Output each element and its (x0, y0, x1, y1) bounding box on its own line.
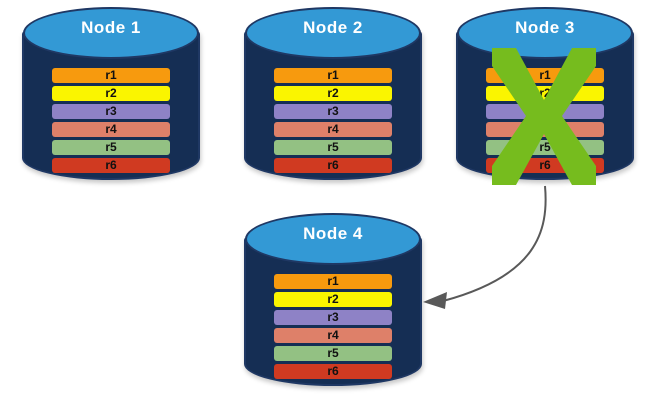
row-bar-r5[interactable]: r5 (274, 346, 392, 361)
row-bar-r5[interactable]: r5 (274, 140, 392, 155)
node-node1[interactable]: Node 1 r1 r2 r3 r4 r5 r6 (22, 6, 200, 192)
cylinder-top-node1 (23, 7, 199, 59)
row-bar-r3[interactable]: r3 (52, 104, 170, 119)
row-bar-r1[interactable]: r1 (274, 68, 392, 83)
node-node2[interactable]: Node 2 r1 r2 r3 r4 r5 r6 (244, 6, 422, 192)
node-node3[interactable]: Node 3 r1 r2 r3 r4 r5 r6 (456, 6, 634, 192)
row-bar-r4[interactable]: r4 (52, 122, 170, 137)
cylinder-top-node2 (245, 7, 421, 59)
row-bar-r2[interactable]: r2 (52, 86, 170, 101)
row-bar-r1[interactable]: r1 (274, 274, 392, 289)
row-stack-node3: r1 r2 r3 r4 r5 r6 (486, 68, 604, 173)
row-bar-r2[interactable]: r2 (274, 86, 392, 101)
row-stack-node1: r1 r2 r3 r4 r5 r6 (52, 68, 170, 173)
row-bar-r6[interactable]: r6 (52, 158, 170, 173)
row-bar-r3[interactable]: r3 (486, 104, 604, 119)
row-bar-r1[interactable]: r1 (486, 68, 604, 83)
row-bar-r3[interactable]: r3 (274, 310, 392, 325)
row-bar-r4[interactable]: r4 (486, 122, 604, 137)
row-bar-r5[interactable]: r5 (486, 140, 604, 155)
cylinder-top-node4 (245, 213, 421, 265)
row-bar-r5[interactable]: r5 (52, 140, 170, 155)
arrow-head-icon (423, 292, 447, 309)
node-node4[interactable]: Node 4 r1 r2 r3 r4 r5 r6 (244, 212, 422, 398)
row-bar-r6[interactable]: r6 (486, 158, 604, 173)
row-bar-r6[interactable]: r6 (274, 158, 392, 173)
row-bar-r3[interactable]: r3 (274, 104, 392, 119)
row-stack-node2: r1 r2 r3 r4 r5 r6 (274, 68, 392, 173)
cylinder-top-node3 (457, 7, 633, 59)
row-bar-r4[interactable]: r4 (274, 328, 392, 343)
row-bar-r4[interactable]: r4 (274, 122, 392, 137)
row-bar-r6[interactable]: r6 (274, 364, 392, 379)
row-bar-r2[interactable]: r2 (274, 292, 392, 307)
row-bar-r2[interactable]: r2 (486, 86, 604, 101)
row-bar-r1[interactable]: r1 (52, 68, 170, 83)
row-stack-node4: r1 r2 r3 r4 r5 r6 (274, 274, 392, 379)
